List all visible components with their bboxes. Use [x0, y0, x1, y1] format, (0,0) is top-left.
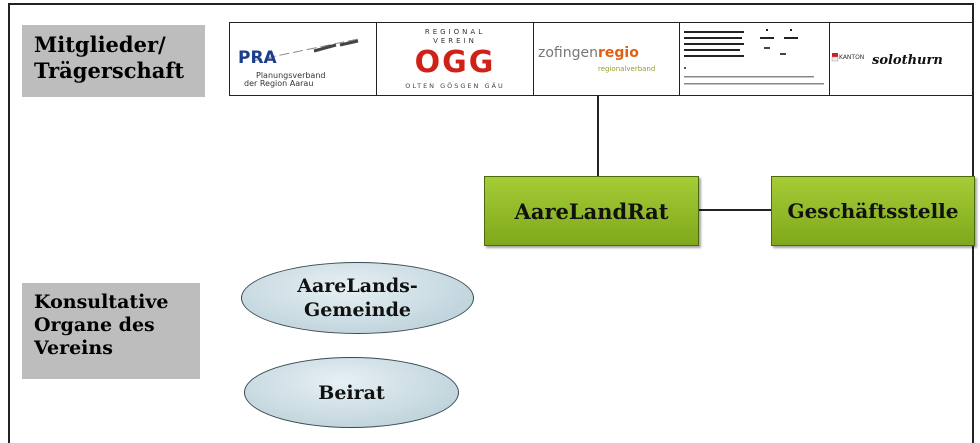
solothurn-name: solothurn: [872, 53, 943, 68]
consultative-label-line1: Konsultative: [34, 291, 169, 313]
svg-text:zofingenregio: zofingenregio: [538, 45, 639, 61]
members-label-line1: Mitglieder/: [34, 32, 166, 57]
zofingen-part2: regio: [598, 45, 639, 61]
consultative-label: Konsultative Organe des Vereins: [22, 283, 200, 379]
logo-pra: PRA Planungsverband der Region Aarau: [230, 23, 377, 95]
pra-letters: PRA: [238, 48, 278, 68]
connector-logos-to-rat: [597, 96, 599, 176]
ogg-top2: VEREIN: [433, 37, 477, 45]
gemeinde-line2: Gemeinde: [304, 299, 411, 321]
gemeinde-line1: AareLands-: [297, 275, 418, 297]
solothurn-logo-icon: KANTON solothurn: [831, 53, 943, 68]
aarelandrat-box: AareLandRat: [484, 176, 699, 246]
pra-line2: der Region Aarau: [244, 79, 313, 88]
zofingen-part1: zofingen: [538, 45, 598, 61]
pra-logo-icon: PRA Planungsverband der Region Aarau: [238, 38, 359, 88]
members-label-line2: Trägerschaft: [34, 58, 185, 83]
zofingenregio-logo-icon: zofingenregio regionalverband: [538, 45, 655, 73]
logo-member-4: [680, 23, 830, 95]
geschaeftsstelle-box: Geschäftsstelle: [771, 176, 975, 246]
logo-solothurn: KANTON solothurn: [830, 23, 973, 95]
zofingen-sub: regionalverband: [598, 65, 655, 73]
logo-ogg: REGIONAL VEREIN OGG OLTEN GÖSGEN GÄU: [377, 23, 534, 95]
consultative-label-line2: Organe des: [34, 314, 155, 336]
aarelands-gemeinde-oval: AareLands- Gemeinde: [241, 262, 474, 334]
pra-line1: Planungsverband: [256, 71, 325, 80]
consultative-label-line3: Vereins: [34, 337, 113, 359]
solothurn-kanton: KANTON: [839, 54, 864, 61]
members-label: Mitglieder/ Trägerschaft: [22, 25, 205, 97]
member4-logo-icon: [684, 29, 824, 85]
ogg-main: OGG: [414, 45, 496, 80]
ogg-bottom: OLTEN GÖSGEN GÄU: [405, 82, 505, 90]
logo-zofingenregio: zofingenregio regionalverband: [534, 23, 680, 95]
connector-rat-to-geschaeftsstelle: [699, 209, 771, 211]
beirat-oval: Beirat: [244, 357, 459, 428]
member-logos-row: PRA Planungsverband der Region Aarau REG…: [229, 22, 974, 96]
ogg-top1: REGIONAL: [424, 28, 486, 36]
